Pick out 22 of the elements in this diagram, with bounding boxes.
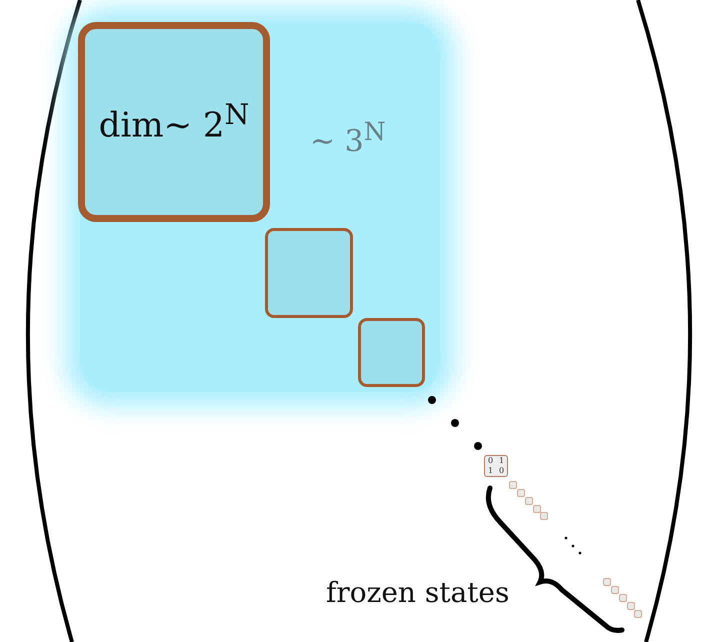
small-block xyxy=(634,610,642,618)
small-block xyxy=(611,586,619,594)
matrix-block xyxy=(78,22,270,222)
highlight-region xyxy=(80,22,440,392)
small-block xyxy=(540,512,548,520)
small-block xyxy=(603,578,611,586)
brace-label: frozen states xyxy=(326,576,510,609)
matrix-entry: 0 xyxy=(486,456,494,466)
matrix-block xyxy=(358,318,425,387)
small-block xyxy=(533,505,541,513)
matrix-block xyxy=(484,455,508,477)
matrix-block xyxy=(265,228,353,318)
matrix-entry: 0 xyxy=(498,466,506,476)
small-block xyxy=(517,489,525,497)
matrix-entry: 1 xyxy=(498,456,506,466)
small-block xyxy=(627,602,635,610)
dimension-label: ∼ 3$^{N}$ xyxy=(310,117,386,159)
matrix-entry: 1 xyxy=(486,466,494,476)
small-block xyxy=(509,481,517,489)
small-block xyxy=(525,497,533,505)
dimension-label: dim∼ 2$^{N}$ xyxy=(98,98,250,146)
small-block xyxy=(619,594,627,602)
